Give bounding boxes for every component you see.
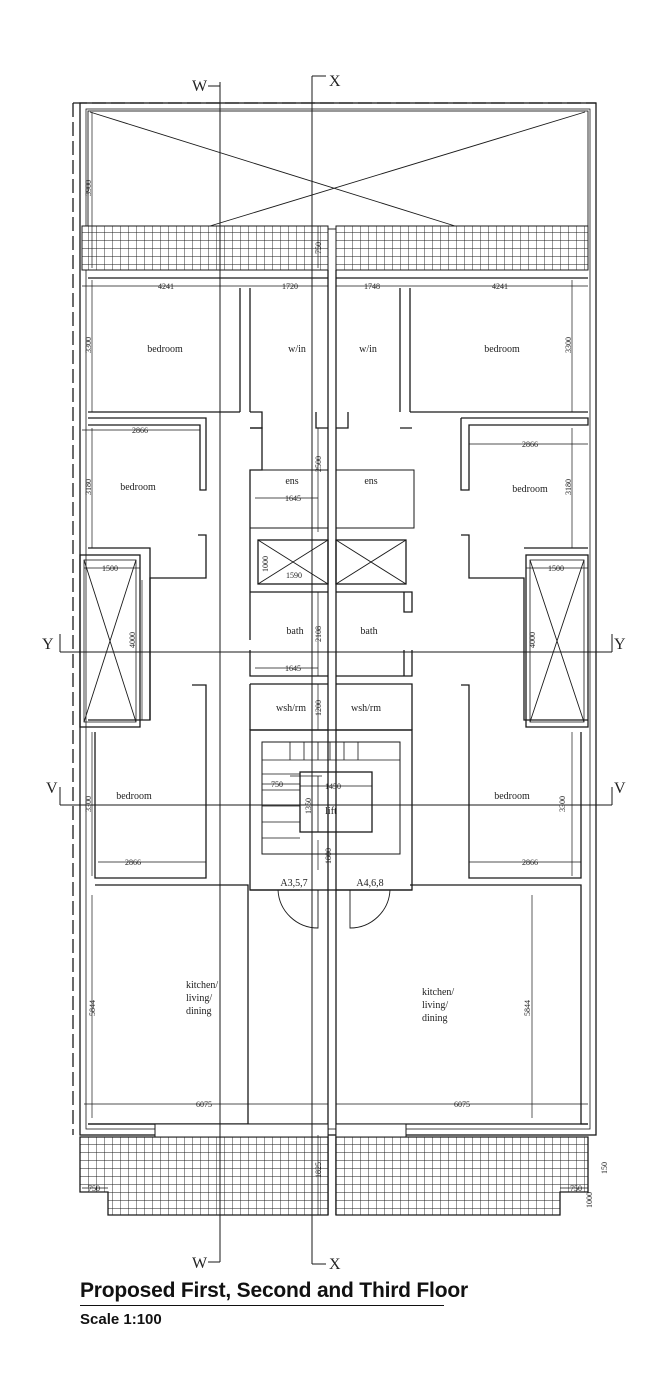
dim-label: 1200 xyxy=(314,700,323,716)
dim-label: 3300 xyxy=(84,796,93,812)
room-label-bedroom: bedroom xyxy=(147,344,183,355)
dim-label: 1000 xyxy=(261,556,270,572)
room-label-wardrobe: w/in xyxy=(359,344,377,355)
shaft-right xyxy=(335,539,407,585)
dim-label: 4241 xyxy=(492,282,508,291)
dim-label: 1645 xyxy=(285,664,301,673)
dim-label: 3180 xyxy=(84,479,93,495)
shaft-left xyxy=(257,539,329,585)
dim-label: 2866 xyxy=(522,440,538,449)
stair-core xyxy=(249,729,413,891)
room-label-wash-room: wsh/rm xyxy=(351,703,381,714)
section-line-x xyxy=(311,75,326,1265)
dim-label: 4241 xyxy=(158,282,174,291)
dim-label: 6075 xyxy=(454,1100,470,1109)
dim-label: 1720 xyxy=(282,282,298,291)
drawing-title: Proposed First, Second and Third Floor xyxy=(80,1279,468,1302)
dim-label: 5844 xyxy=(523,1000,532,1016)
room-label-wash-room: wsh/rm xyxy=(276,703,306,714)
room-label-bedroom: bedroom xyxy=(494,791,530,802)
dim-label: 3180 xyxy=(564,479,573,495)
section-mark-v: V xyxy=(46,780,58,797)
section-mark-y: Y xyxy=(614,636,626,653)
room-label-ensuite: ens xyxy=(364,476,377,487)
dim-label: 3300 xyxy=(558,796,567,812)
room-label-bedroom: bedroom xyxy=(512,484,548,495)
dim-label: 750 xyxy=(271,780,283,789)
room-label-ensuite: ens xyxy=(285,476,298,487)
front-terrace-tiles-right xyxy=(335,225,589,271)
section-line-y xyxy=(59,634,613,653)
apartment-label-left: A3,5,7 xyxy=(280,878,307,889)
dim-label: 1000 xyxy=(585,1192,594,1208)
room-label-wardrobe: w/in xyxy=(288,344,306,355)
front-terrace-tiles xyxy=(81,225,329,271)
dim-label: 750 xyxy=(570,1184,582,1193)
dim-label: 1450 xyxy=(325,782,341,791)
room-label-bedroom: bedroom xyxy=(484,344,520,355)
section-mark-x: X xyxy=(329,73,341,90)
title-underline xyxy=(80,1305,444,1306)
dim-label: 2108 xyxy=(314,626,323,642)
room-label-kitchen-3: dining xyxy=(186,1006,212,1017)
dim-label: 2500 xyxy=(314,456,323,472)
dim-label: 1500 xyxy=(548,564,564,573)
dim-label: 1645 xyxy=(285,494,301,503)
dim-label: 1500 xyxy=(102,564,118,573)
rear-terrace-tiles-right xyxy=(335,1136,589,1216)
room-label-bath: bath xyxy=(286,626,303,637)
room-label-kitchen-2: living/ xyxy=(186,993,212,1004)
dim-label: 3300 xyxy=(84,337,93,353)
room-label-bedroom: bedroom xyxy=(120,482,156,493)
roof-void xyxy=(87,110,589,230)
lightwell-right xyxy=(525,554,589,728)
dim-label: 2866 xyxy=(522,858,538,867)
drawing-scale: Scale 1:100 xyxy=(80,1311,162,1328)
lightwell-left xyxy=(79,554,141,728)
section-line-v xyxy=(59,787,613,806)
dim-label: 2866 xyxy=(125,858,141,867)
section-mark-x: X xyxy=(329,1256,341,1273)
apartment-label-right: A4,6,8 xyxy=(356,878,383,889)
dim-label: 1825 xyxy=(314,1162,323,1178)
dim-label: 1350 xyxy=(304,798,313,814)
dim-label: 4000 xyxy=(528,632,537,648)
door-swing-left xyxy=(277,889,319,929)
section-mark-w: W xyxy=(192,1255,208,1272)
room-label-lift: lift xyxy=(325,806,337,817)
dim-label: 1800 xyxy=(324,848,333,864)
room-label-kitchen-2: living/ xyxy=(422,1000,448,1011)
room-label-kitchen-1: kitchen/ xyxy=(186,980,218,991)
dim-label: 6075 xyxy=(196,1100,212,1109)
room-label-bath: bath xyxy=(360,626,377,637)
dim-label: 4000 xyxy=(128,632,137,648)
section-line-w xyxy=(208,82,221,1263)
section-mark-w: W xyxy=(192,78,208,95)
dim-label: 1748 xyxy=(364,282,380,291)
room-label-kitchen-3: dining xyxy=(422,1013,448,1024)
lift-shaft xyxy=(299,771,373,833)
dim-label: 3300 xyxy=(564,337,573,353)
door-swing-right xyxy=(349,889,391,929)
room-label-kitchen-1: kitchen/ xyxy=(422,987,454,998)
room-label-bedroom: bedroom xyxy=(116,791,152,802)
dim-label: 5844 xyxy=(88,1000,97,1016)
rear-terrace-tiles xyxy=(79,1136,329,1216)
section-mark-v: V xyxy=(614,780,626,797)
dim-label: 150 xyxy=(600,1162,609,1174)
dim-label: 3900 xyxy=(84,180,93,196)
dim-label: 2866 xyxy=(132,426,148,435)
dim-label: 750 xyxy=(314,242,323,254)
dim-label: 750 xyxy=(88,1184,100,1193)
section-mark-y: Y xyxy=(42,636,54,653)
dim-label: 1590 xyxy=(286,571,302,580)
